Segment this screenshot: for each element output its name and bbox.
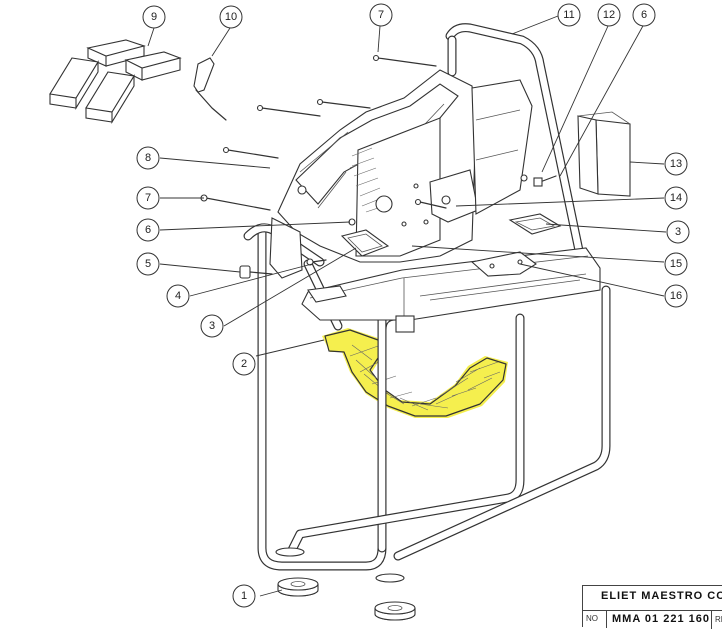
- callout-label: 11: [563, 9, 574, 21]
- callout-7: 7: [136, 186, 160, 210]
- title-block-no-label: NO: [586, 614, 598, 623]
- callout-11: 11: [557, 3, 581, 27]
- callout-5: 5: [136, 252, 160, 276]
- callout-10: 10: [219, 5, 243, 29]
- drawing-number: MMA 01 221 160: [606, 611, 710, 628]
- callout-9: 9: [142, 5, 166, 29]
- leader-lines: [147, 15, 667, 597]
- part-9-blocks: [49, 39, 182, 124]
- callout-6: 6: [136, 218, 160, 242]
- callout-label: 13: [670, 158, 682, 170]
- callout-15: 15: [664, 252, 688, 276]
- part-2-highlight: [322, 328, 508, 418]
- part-13-box: [577, 111, 631, 197]
- bolts: [200, 54, 557, 279]
- title-block-title: ELIET MAESTRO COU: [601, 590, 722, 602]
- main-housing: [269, 69, 533, 279]
- title-block-number-row: NO MMA 01 221 160 REV: [583, 610, 722, 629]
- callout-label: 10: [225, 11, 237, 23]
- callout-6-top: 6: [632, 3, 656, 27]
- callout-label: 1: [241, 590, 247, 602]
- callout-1: 1: [232, 584, 256, 608]
- callout-label: 9: [151, 11, 157, 23]
- callout-14: 14: [664, 186, 688, 210]
- title-block: ELIET MAESTRO COU NO MMA 01 221 160 REV: [582, 585, 722, 629]
- callout-label: 15: [670, 258, 682, 270]
- callout-label: 5: [145, 258, 151, 270]
- callout-8: 8: [136, 146, 160, 170]
- callout-3: 3: [200, 314, 224, 338]
- callout-label: 3: [675, 226, 681, 238]
- callout-12: 12: [597, 3, 621, 27]
- callout-label: 16: [670, 290, 682, 302]
- callout-label: 6: [641, 9, 647, 21]
- callout-label: 4: [175, 290, 181, 302]
- feet: [275, 547, 416, 621]
- callout-label: 7: [145, 192, 151, 204]
- callout-label: 12: [603, 9, 615, 21]
- title-block-rev-label: REV: [711, 611, 722, 629]
- callout-label: 14: [670, 192, 682, 204]
- frame-platform: [301, 247, 601, 333]
- callout-7-top: 7: [369, 3, 393, 27]
- callout-label: 2: [241, 358, 247, 370]
- callout-label: 3: [209, 320, 215, 332]
- callout-3-right: 3: [666, 220, 690, 244]
- callout-label: 7: [378, 9, 384, 21]
- callout-2: 2: [232, 352, 256, 376]
- callout-16: 16: [664, 284, 688, 308]
- part-10-lever: [193, 57, 227, 121]
- parts-3: [307, 213, 562, 303]
- callout-13: 13: [664, 152, 688, 176]
- callout-label: 8: [145, 152, 151, 164]
- part-2-sieve: [324, 329, 507, 417]
- callout-4: 4: [166, 284, 190, 308]
- callout-label: 6: [145, 224, 151, 236]
